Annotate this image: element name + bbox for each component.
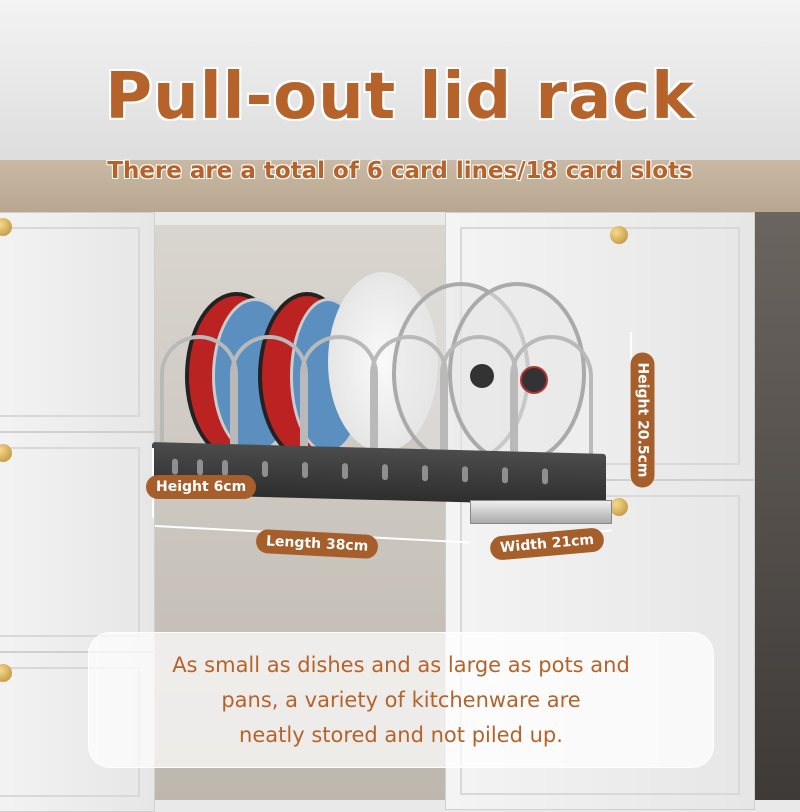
cabinet-knob	[0, 444, 12, 462]
height-6cm-label: Height 6cm	[146, 475, 257, 499]
description-line: pans, a variety of kitchenware are	[221, 688, 581, 712]
description-line: neatly stored and not piled up.	[239, 723, 563, 747]
cabinet-side	[755, 212, 800, 800]
cabinet-door	[0, 212, 155, 432]
cabinet-knob	[610, 226, 628, 244]
cabinet-knob	[0, 664, 12, 682]
description-box: As small as dishes and as large as pots …	[88, 632, 714, 768]
kitchen-wall-background	[0, 0, 800, 170]
rack-divider	[440, 335, 518, 454]
rack-divider	[230, 335, 308, 454]
rack-divider	[300, 335, 378, 454]
rack-divider	[510, 335, 593, 454]
countertop	[0, 160, 800, 212]
description-line: As small as dishes and as large as pots …	[172, 653, 630, 677]
rack-divider	[370, 335, 448, 454]
subtitle: There are a total of 6 card lines/18 car…	[107, 158, 693, 184]
cabinet-knob	[0, 218, 12, 236]
page-title: Pull-out lid rack	[105, 60, 695, 134]
cabinet-door	[0, 432, 155, 652]
slide-rail	[470, 500, 612, 524]
rack-divider	[160, 335, 238, 454]
cabinet-knob	[610, 498, 628, 516]
height-20-5cm-label: Height 20.5cm	[630, 352, 655, 488]
